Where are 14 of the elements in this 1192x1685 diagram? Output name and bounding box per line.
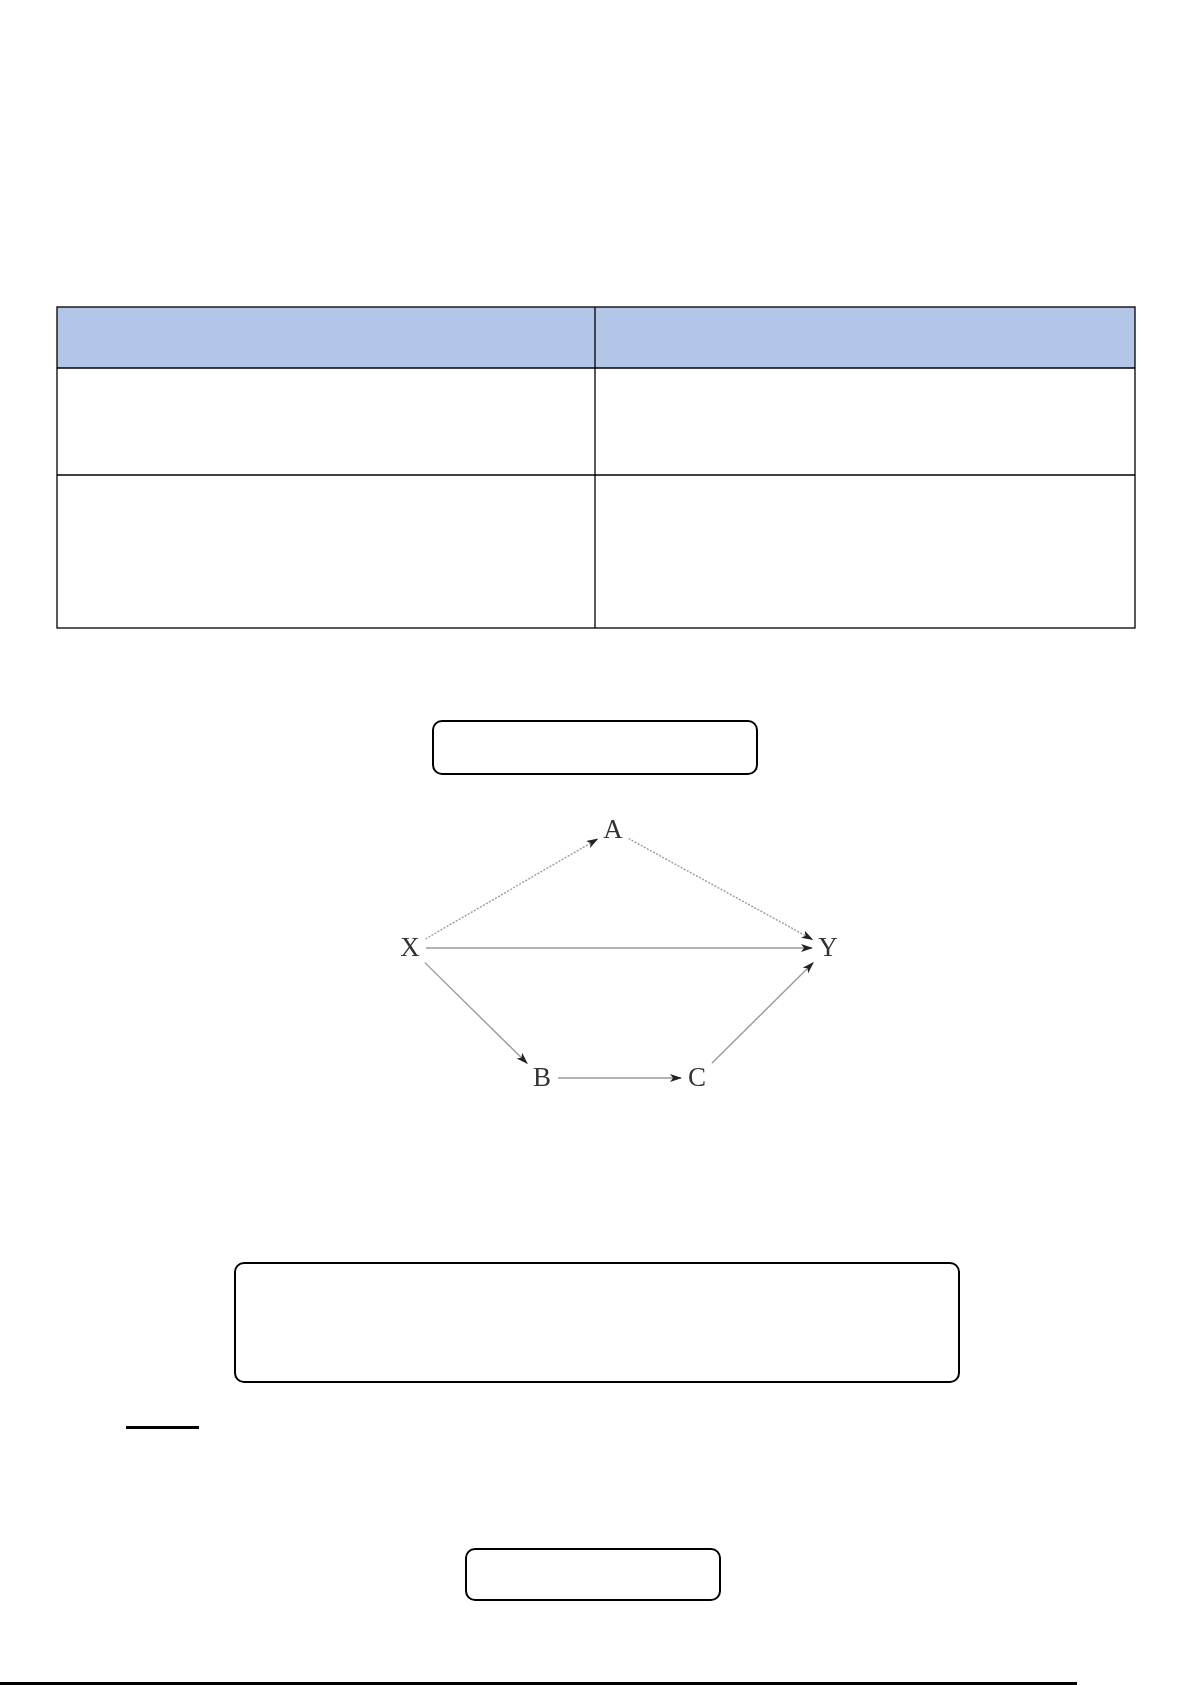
- node-label: A: [603, 814, 623, 844]
- arrow: [711, 962, 814, 1064]
- node-label: X: [400, 932, 420, 962]
- node-label: B: [533, 1062, 551, 1092]
- rounded-box: [465, 1548, 721, 1601]
- arrow: [627, 837, 814, 941]
- arrow: [424, 961, 528, 1065]
- node-label: Y: [818, 932, 838, 962]
- arrow: [425, 944, 813, 952]
- rounded-box: [234, 1262, 960, 1383]
- node-label: C: [688, 1062, 706, 1092]
- rounded-box: [432, 720, 758, 775]
- arrow: [424, 838, 599, 940]
- arrow: [557, 1074, 682, 1082]
